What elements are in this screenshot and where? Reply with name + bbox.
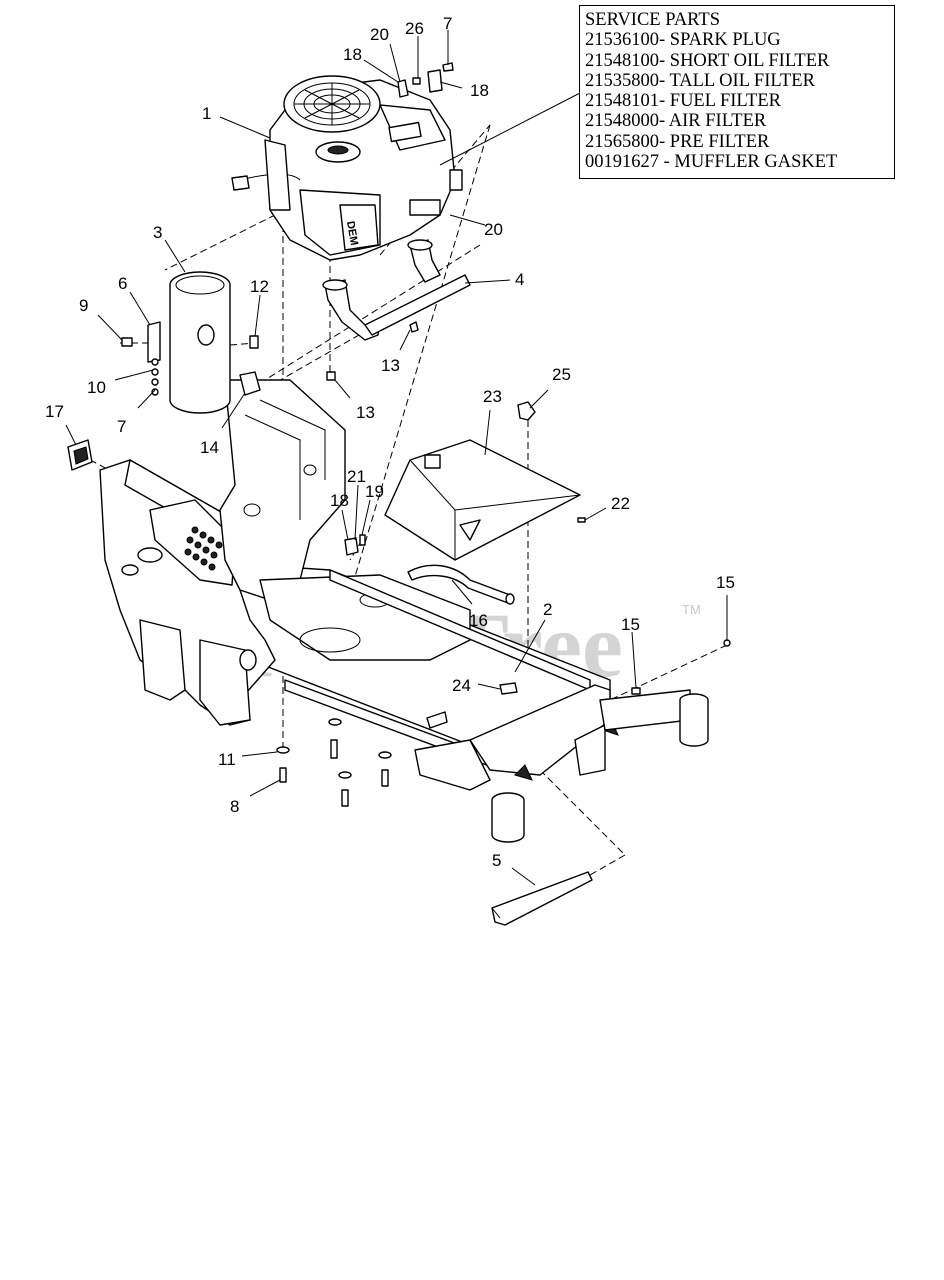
callout-3: 3 [153, 223, 162, 242]
service-parts-title: SERVICE PARTS [585, 10, 721, 30]
callout-14: 14 [200, 438, 219, 457]
service-part-tall-oil-filter: 21535800- TALL OIL FILTER [585, 70, 815, 91]
callout-6: 6 [118, 274, 127, 293]
callout-8: 8 [230, 797, 239, 816]
heat-shield-panel [491, 871, 593, 926]
callout-24: 24 [452, 676, 471, 695]
service-part-pre-filter: 21565800- PRE FILTER [585, 131, 770, 152]
callout-26: 26 [405, 19, 424, 38]
callout-10: 10 [87, 378, 106, 397]
callout-9: 9 [79, 296, 88, 315]
callout-20-top: 20 [370, 25, 389, 44]
engine-shield [384, 439, 581, 561]
frame-assembly: GRAVELY [99, 379, 709, 843]
callout-7-top: 7 [443, 14, 452, 33]
callout-12: 12 [250, 277, 269, 296]
callout-17: 17 [45, 402, 64, 421]
cover-17 [67, 439, 93, 471]
callout-7-muffler: 7 [117, 417, 126, 436]
leader-lines [65, 30, 728, 886]
watermark-trademark: TM [682, 602, 701, 617]
callout-16: 16 [469, 611, 488, 630]
engine-fan-grille [293, 82, 371, 126]
callout-20-engine: 20 [484, 220, 503, 239]
hardware [121, 62, 731, 807]
fuel-hose [407, 564, 515, 605]
callout-11: 11 [218, 750, 236, 769]
service-part-spark-plug: 21536100- SPARK PLUG [585, 30, 781, 51]
service-parts-box: SERVICE PARTS 21536100- SPARK PLUG 21548… [579, 5, 895, 179]
callout-5: 5 [492, 851, 501, 870]
callout-1: 1 [202, 104, 211, 123]
service-part-muffler-gasket: 00191627 - MUFFLER GASKET [585, 152, 838, 173]
callout-18-frame: 18 [330, 491, 349, 510]
callout-13-upper: 13 [381, 356, 400, 375]
callout-15-frame: 15 [621, 615, 640, 634]
service-part-air-filter: 21548000- AIR FILTER [585, 111, 767, 132]
callout-4: 4 [515, 270, 524, 289]
callout-23: 23 [483, 387, 502, 406]
callout-25: 25 [552, 365, 571, 384]
callout-2: 2 [543, 600, 552, 619]
callout-18-left: 18 [343, 45, 362, 64]
callout-22: 22 [611, 494, 630, 513]
callout-18-right: 18 [470, 81, 489, 100]
callout-15-right: 15 [716, 573, 735, 592]
service-part-fuel-filter: 21548101- FUEL FILTER [585, 91, 781, 112]
callout-19: 19 [365, 482, 384, 501]
callout-21: 21 [347, 467, 366, 486]
muffler [147, 271, 261, 414]
callout-numbers: 1 2 3 4 5 6 7 7 8 9 10 11 12 13 13 14 15… [45, 14, 735, 870]
svg-text:DEM: DEM [344, 220, 360, 246]
callout-13-lower: 13 [356, 403, 375, 422]
engine: DEM [231, 75, 463, 261]
frame-holes [184, 526, 223, 571]
service-part-short-oil-filter: 21548100- SHORT OIL FILTER [585, 50, 830, 71]
exhaust-pipes [322, 239, 471, 341]
